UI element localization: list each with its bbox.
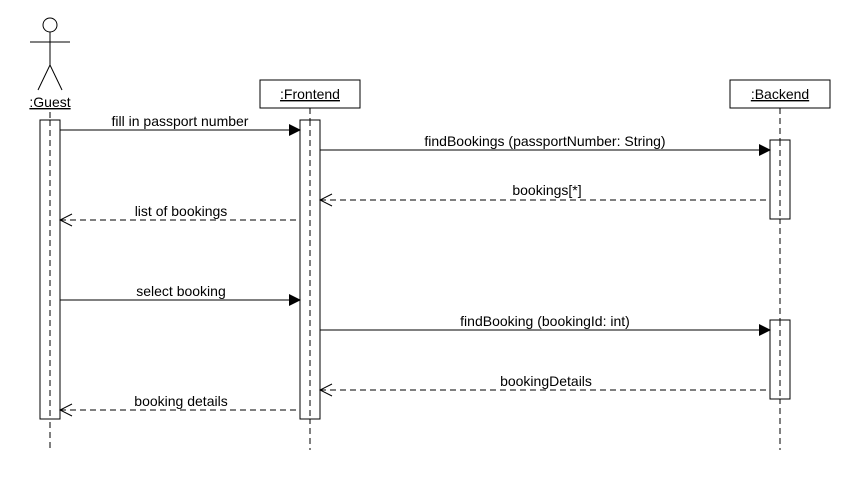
message-label: bookingDetails [500, 373, 592, 389]
message-label: findBookings (passportNumber: String) [424, 133, 665, 149]
participant-label-frontend: :Frontend [280, 86, 340, 102]
message-list-of-bookings: list of bookings [60, 203, 300, 220]
participant-label-guest: :Guest [29, 94, 70, 110]
message-select-booking: select booking [60, 283, 301, 306]
message-label: list of bookings [135, 203, 228, 219]
message-bookings-return: bookings[*] [320, 182, 770, 200]
actor-stick-figure-icon [30, 17, 70, 91]
message-label: select booking [136, 283, 226, 299]
participant-backend: :Backend [729, 79, 831, 450]
participant-box-frontend [259, 79, 361, 109]
message-booking-details: booking details [60, 393, 300, 410]
participant-label-backend: :Backend [751, 86, 809, 102]
participant-frontend: :Frontend [259, 79, 361, 450]
message-label: findBooking (bookingId: int) [460, 313, 630, 329]
message-label: bookings[*] [512, 182, 581, 198]
message-label: booking details [134, 393, 227, 409]
participant-guest: :Guest [29, 17, 71, 450]
message-fill-in-passport-number: fill in passport number [60, 113, 301, 136]
message-booking-details-return: bookingDetails [320, 373, 770, 390]
message-find-bookings: findBookings (passportNumber: String) [320, 133, 771, 156]
message-find-booking: findBooking (bookingId: int) [320, 313, 771, 336]
message-label: fill in passport number [112, 113, 249, 129]
